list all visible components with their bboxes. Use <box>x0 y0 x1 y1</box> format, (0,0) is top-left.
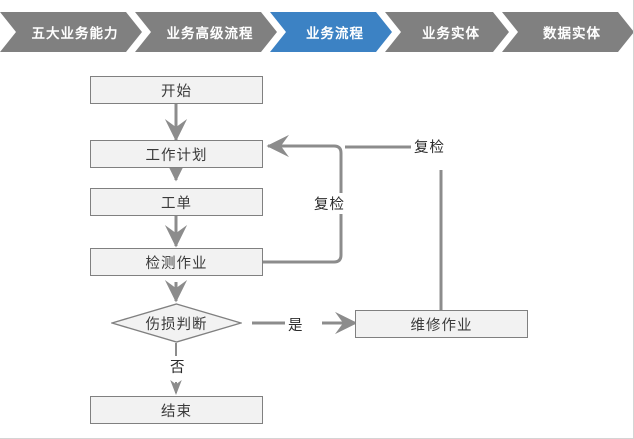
flowchart-connectors <box>164 103 443 395</box>
node-damage-decision[interactable]: 伤损判断 <box>111 303 242 343</box>
breadcrumb: 五大业务能力 业务高级流程 业务流程 业务实体 数据实体 <box>0 12 634 52</box>
breadcrumb-item-2-label: 业务高级流程 <box>166 26 254 41</box>
node-end[interactable]: 结束 <box>90 396 263 424</box>
diamond-shape <box>111 303 242 343</box>
breadcrumb-item-5[interactable]: 数据实体 <box>502 12 634 52</box>
node-repair-label: 维修作业 <box>410 317 473 334</box>
edge-label-recheck-outer: 复检 <box>411 136 448 157</box>
breadcrumb-item-2[interactable]: 业务高级流程 <box>135 12 277 52</box>
flowchart: 开始 工作计划 工单 检测作业 伤损判断 维修作业 结束 复检 复检 是 否 <box>0 52 633 438</box>
edge-label-yes: 是 <box>285 314 307 335</box>
node-repair[interactable]: 维修作业 <box>355 310 528 338</box>
node-inspection[interactable]: 检测作业 <box>90 248 263 276</box>
breadcrumb-item-3-label: 业务流程 <box>306 26 364 41</box>
breadcrumb-item-5-label: 数据实体 <box>543 26 601 41</box>
breadcrumb-item-1-label: 五大业务能力 <box>31 26 119 41</box>
edge-label-recheck-inner: 复检 <box>311 193 348 214</box>
breadcrumb-item-4-label: 业务实体 <box>422 26 480 41</box>
node-work-plan-label: 工作计划 <box>145 147 208 164</box>
node-work-order[interactable]: 工单 <box>90 188 263 216</box>
edge-label-no: 否 <box>167 356 189 377</box>
node-inspection-label: 检测作业 <box>145 255 208 272</box>
node-work-plan[interactable]: 工作计划 <box>90 140 263 168</box>
breadcrumb-item-4[interactable]: 业务实体 <box>385 12 509 52</box>
node-end-label: 结束 <box>161 403 192 420</box>
node-damage-decision-label: 伤损判断 <box>145 316 208 333</box>
node-work-order-label: 工单 <box>161 195 192 212</box>
node-start-label: 开始 <box>161 83 192 100</box>
breadcrumb-item-1[interactable]: 五大业务能力 <box>0 12 142 52</box>
node-start[interactable]: 开始 <box>90 76 263 104</box>
breadcrumb-item-3[interactable]: 业务流程 <box>270 12 392 52</box>
